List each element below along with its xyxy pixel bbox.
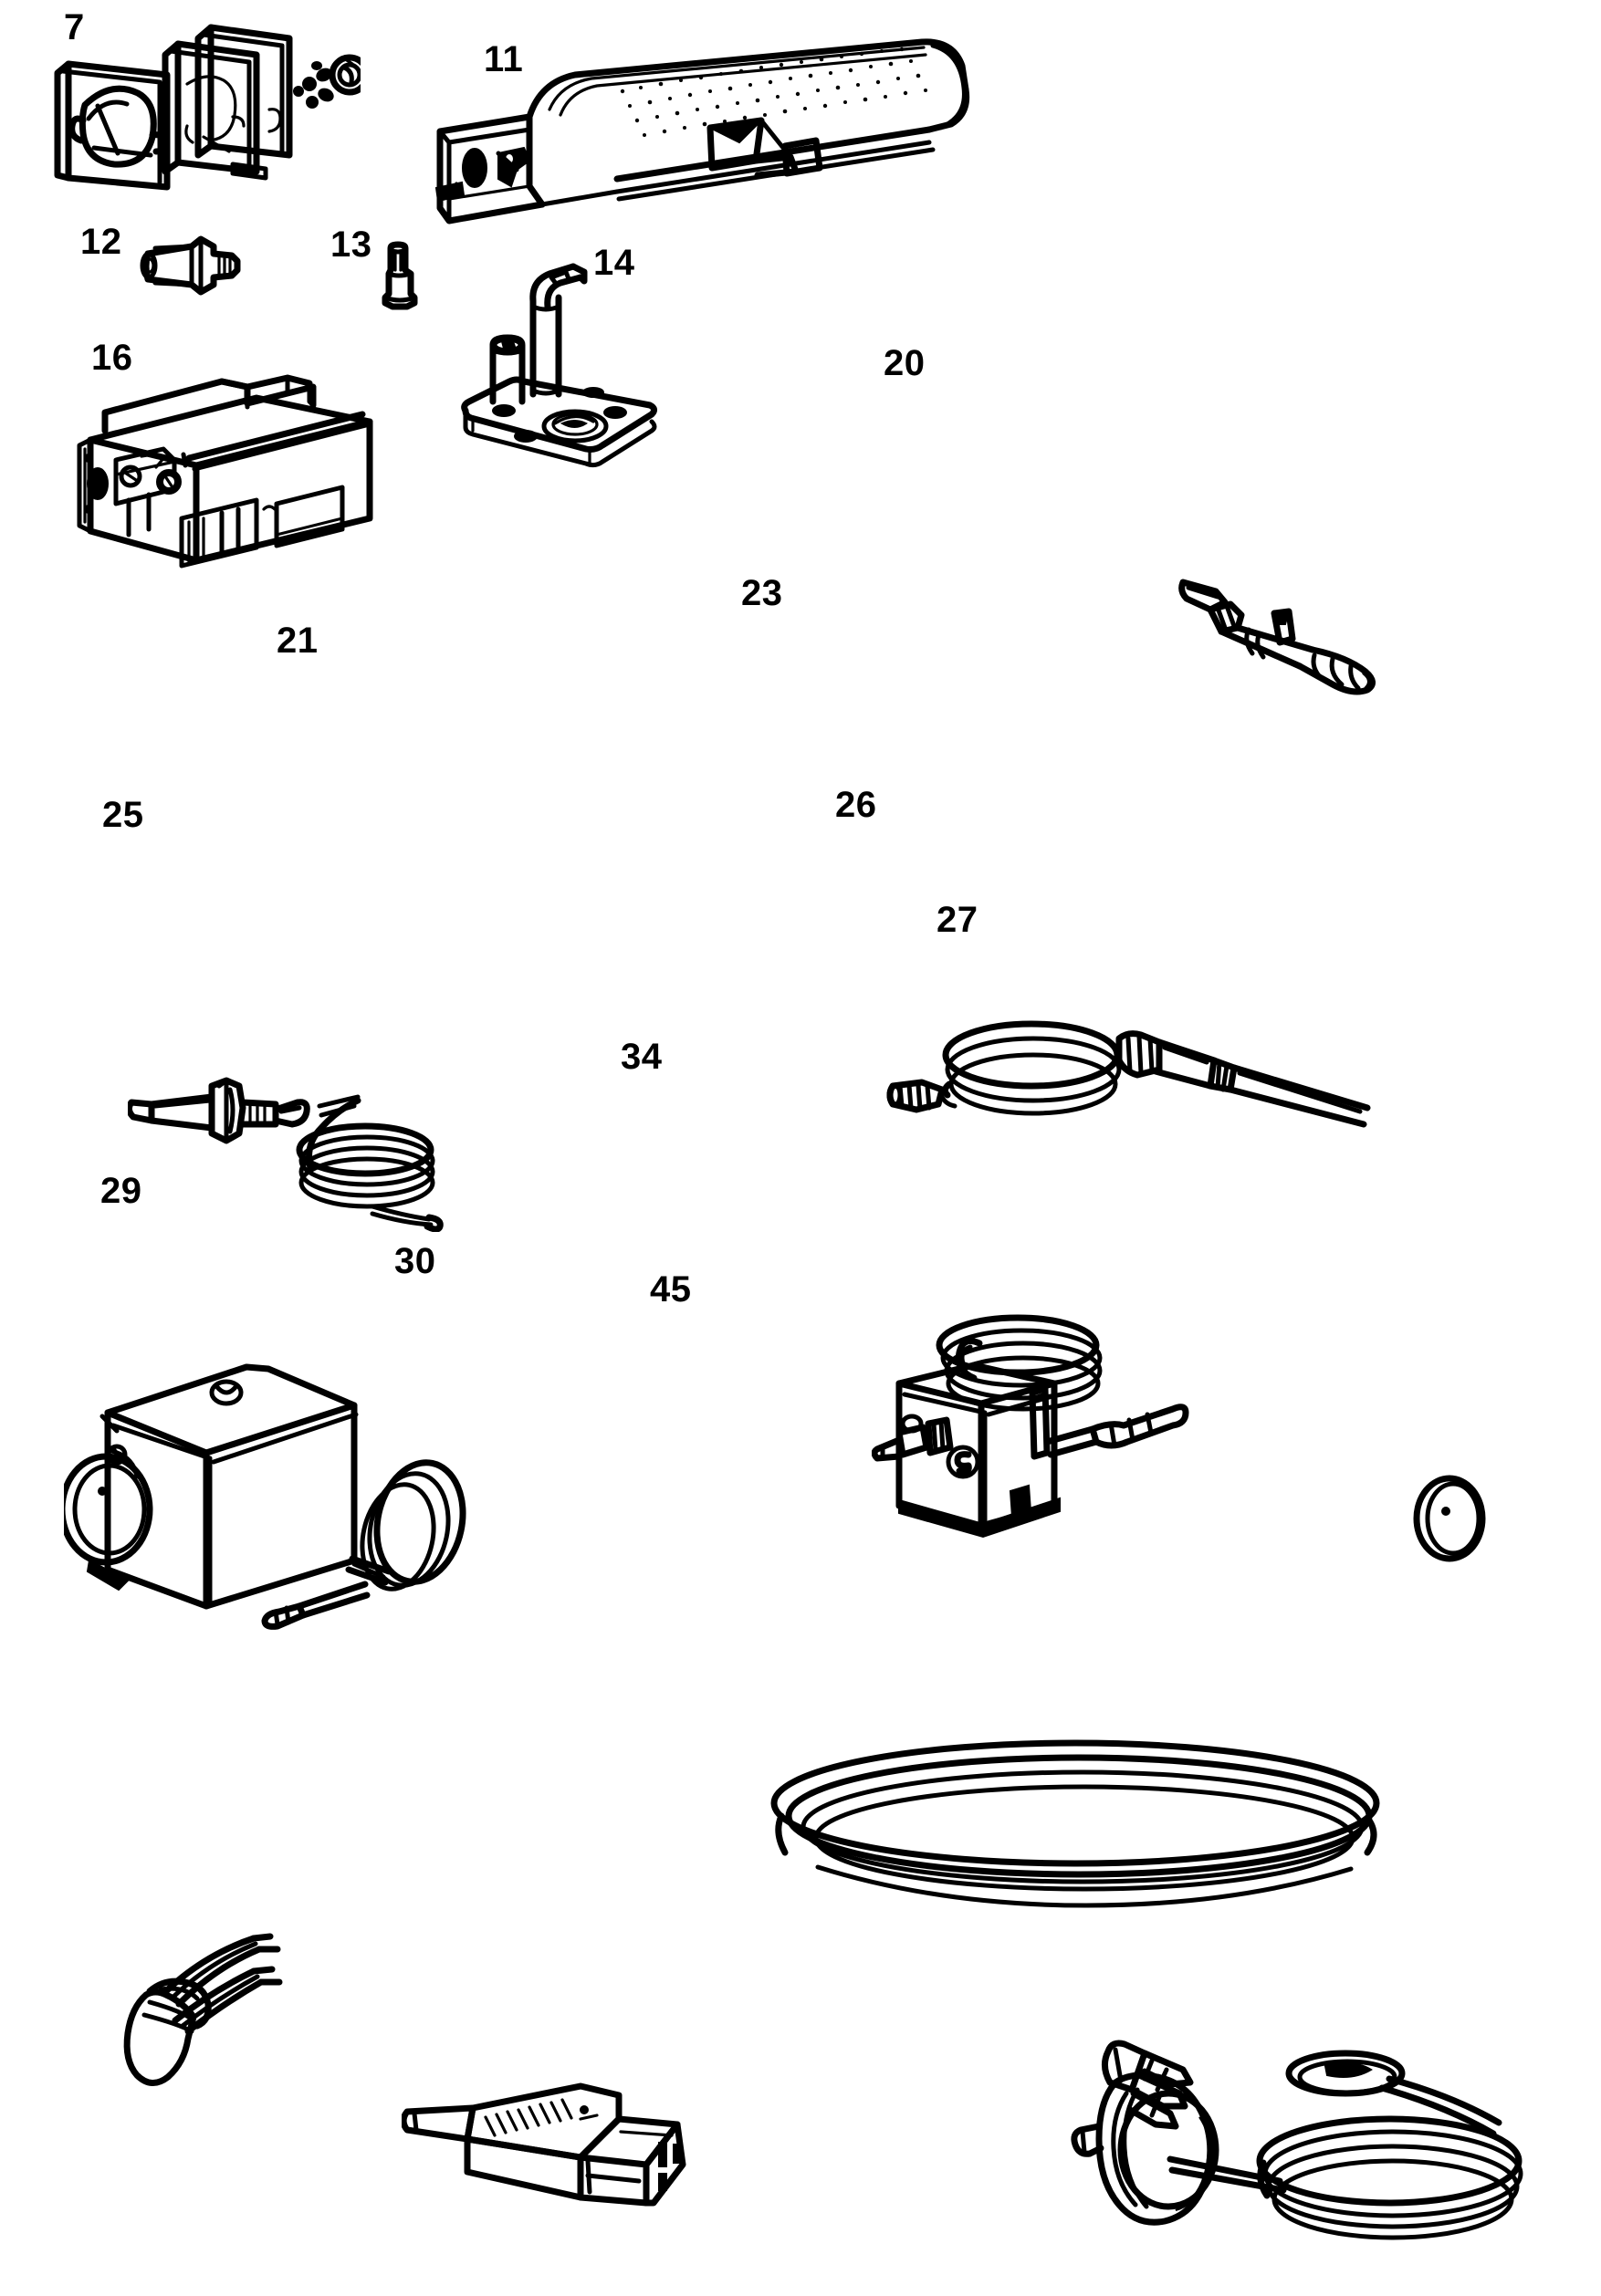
part-drawing-25-blower-motor-housing-with-lead (64, 1341, 493, 1633)
part-drawing-12-union-nut-fitting (135, 228, 254, 301)
callout-number-45: 45 (650, 1269, 692, 1310)
part-drawing-16-heater-unit-box (68, 365, 397, 584)
part-drawing-29-two-core-cable-end-sleeve (110, 1926, 310, 2099)
part-drawing-20-glow-plug-igniter (1177, 571, 1415, 699)
part-drawing-30-in-line-connector-socket (402, 2051, 703, 2207)
part-drawing-34-coiled-hose-loop (758, 1716, 1397, 1916)
callout-number-7: 7 (64, 7, 85, 47)
callout-number-29: 29 (100, 1171, 142, 1211)
callout-number-34: 34 (621, 1037, 663, 1077)
callout-number-21: 21 (277, 621, 319, 661)
callout-number-26: 26 (835, 785, 877, 825)
callout-number-25: 25 (102, 795, 144, 835)
callout-number-13: 13 (330, 224, 372, 265)
callout-number-20: 20 (884, 343, 926, 383)
part-drawing-7-air-vent-louvre-plate-assembly (50, 18, 361, 219)
callout-number-30: 30 (394, 1241, 436, 1281)
part-drawing-23-thermocouple-with-coiled-lead (885, 995, 1378, 1132)
callout-number-27: 27 (937, 900, 978, 940)
part-drawing-26-control-switch-with-capillary-coil (872, 1296, 1255, 1551)
part-drawing-11-heater-matrix-housing (422, 26, 978, 235)
callout-number-16: 16 (91, 338, 133, 378)
callout-number-23: 23 (741, 573, 783, 613)
part-drawing-27-blanking-cap-grommet (1406, 1469, 1497, 1570)
part-drawing-13-stepped-pin-stud (372, 239, 427, 312)
callout-number-11: 11 (484, 39, 524, 79)
part-drawing-14-fuel-pipe-elbow-base-plate (456, 257, 666, 485)
part-drawing-45-fuel-pump-with-coiled-line (1068, 2026, 1552, 2272)
callout-number-14: 14 (593, 243, 635, 283)
part-drawing-21-thermostat-probe-and-coil-lead (128, 1049, 456, 1232)
callout-number-12: 12 (80, 222, 122, 262)
